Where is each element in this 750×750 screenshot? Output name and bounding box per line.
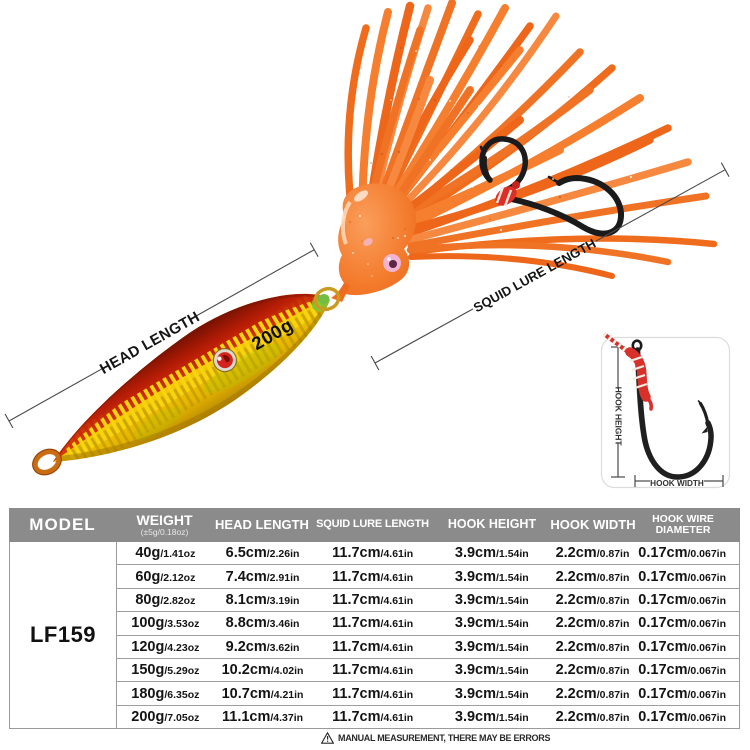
svg-text:HOOK HEIGHT: HOOK HEIGHT <box>614 387 624 447</box>
svg-text:HOOK WIDTH: HOOK WIDTH <box>650 479 704 488</box>
